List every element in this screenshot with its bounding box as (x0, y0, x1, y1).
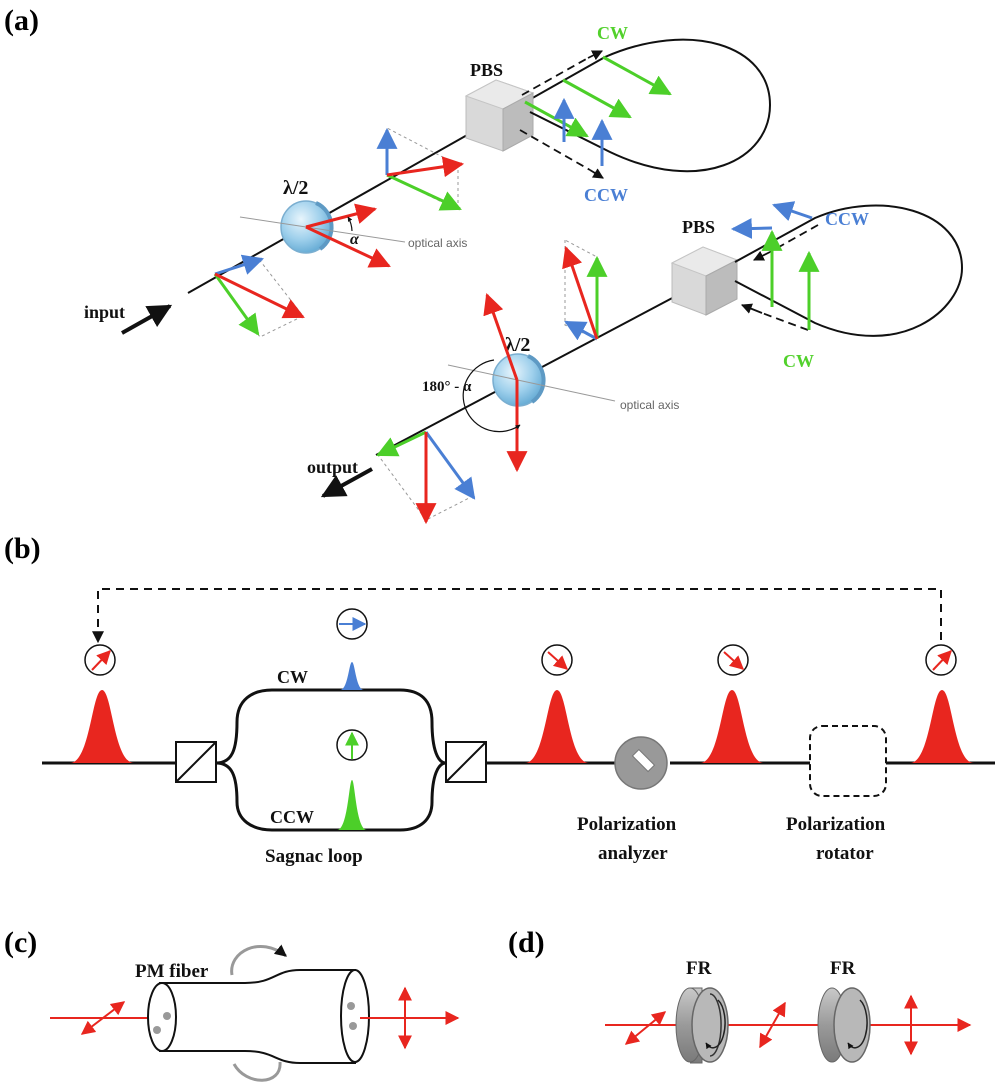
sagnac-loop-b (215, 688, 447, 832)
ccw-pulse (337, 780, 367, 830)
feedback-dashed-line (92, 588, 942, 644)
sagnac-loop-2 (734, 204, 964, 337)
pbs-square-1 (175, 741, 217, 783)
sagnac-loop-1 (529, 38, 772, 173)
pol-circle-1 (84, 644, 116, 676)
rotator-label-1: Polarization (786, 814, 886, 835)
ccw-label-2: CCW (825, 209, 869, 229)
cw-pol-circle (336, 608, 368, 640)
pulse-3 (700, 690, 764, 763)
analyzer-label-1: Polarization (577, 814, 677, 835)
panel-label-d: (d) (508, 926, 545, 959)
ccw-label-b: CCW (270, 807, 314, 827)
analyzer-label-2: analyzer (598, 843, 668, 864)
cw-label-2: CW (783, 351, 814, 371)
ccw-arrows-2 (730, 201, 819, 261)
pbs2-polarization (562, 239, 608, 341)
pbs-cube-1 (464, 79, 535, 152)
output-polarization (376, 430, 476, 525)
cw-arrows-1 (521, 50, 672, 138)
fr-label-1: FR (686, 958, 712, 979)
input-arrow (121, 304, 173, 335)
fr-pol-left (624, 1011, 667, 1045)
half-wave-label-1: λ/2 (283, 177, 308, 199)
ccw-pol-circle (336, 729, 368, 761)
angle-label-2: 180° - α (422, 379, 472, 395)
half-wave-label-2: λ/2 (505, 334, 530, 356)
angle-arc-2 (462, 359, 521, 433)
pm-fiber-label: PM fiber (135, 961, 209, 982)
output-arrow (320, 467, 373, 498)
ccw-arrows-1 (519, 97, 613, 179)
fr-label-2: FR (830, 958, 856, 979)
output-beam (375, 277, 711, 456)
waveplate-2-red-arrow-a (483, 293, 519, 381)
ccw-label-1: CCW (584, 185, 628, 205)
faraday-rotator-1 (675, 987, 729, 1064)
alpha-label-1: α (350, 231, 360, 248)
pbs-cube-2 (670, 246, 739, 316)
polarization-rotator (809, 725, 887, 797)
optical-axis-line-2 (447, 364, 616, 402)
mid-polarization (376, 127, 465, 211)
pulse-1 (70, 690, 134, 763)
pbs-label-1: PBS (470, 60, 503, 80)
faraday-rotator-2 (817, 987, 871, 1063)
pm-fiber (147, 944, 370, 1082)
sagnac-label: Sagnac loop (265, 846, 363, 867)
pulse-4 (910, 690, 974, 763)
fr-pol-mid (759, 1001, 786, 1049)
alpha-arc-1 (347, 216, 353, 232)
pbs-square-2 (445, 741, 487, 783)
input-label: input (84, 302, 125, 322)
cw-pulse (340, 662, 364, 690)
pol-circle-2 (541, 644, 573, 676)
cw-label-b: CW (277, 667, 308, 687)
cw-arrows-2 (740, 229, 820, 331)
panel-label-c: (c) (4, 926, 37, 959)
waveplate-1-red-arrow-b (305, 225, 391, 268)
optical-axis-label-2: optical axis (620, 398, 679, 412)
input-polarization (213, 254, 305, 338)
panel-label-a: (a) (4, 4, 39, 37)
waveplate-1-red-arrow-a (305, 203, 378, 229)
optical-axis-line-1 (239, 216, 406, 243)
optical-axis-label-1: optical axis (408, 236, 467, 250)
output-label: output (307, 457, 358, 477)
panel-label-b: (b) (4, 532, 41, 565)
pol-circle-4 (925, 644, 957, 676)
polarization-analyzer (614, 736, 668, 790)
pol-circle-3 (717, 644, 749, 676)
rotator-label-2: rotator (816, 843, 874, 864)
pbs-label-2: PBS (682, 217, 715, 237)
fiber-pol-left (80, 1001, 126, 1035)
pulse-2 (525, 690, 589, 763)
cw-label-1: CW (597, 23, 628, 43)
